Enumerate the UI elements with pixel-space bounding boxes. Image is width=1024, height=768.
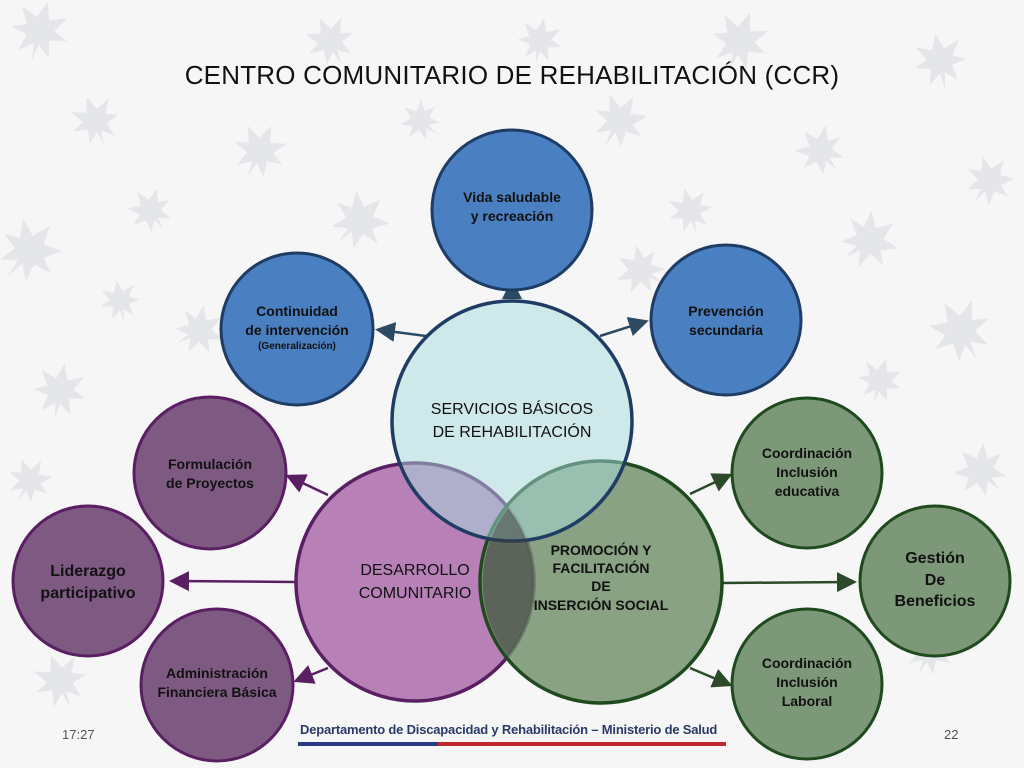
node-prevencion-circle (649, 243, 803, 397)
connectors (169, 279, 857, 688)
node-gestion-circle (858, 504, 1012, 658)
arrow-to-gestion (721, 572, 857, 593)
footer-page-number: 22 (944, 727, 959, 742)
arrow-to-educativa (689, 473, 733, 496)
node-formulacion-circle (132, 395, 288, 551)
arrow-to-formulacion (285, 474, 329, 497)
arrow-to-continuidad (375, 322, 427, 342)
page-title: CENTRO COMUNITARIO DE REHABILITACIÓN (CC… (184, 60, 840, 90)
footer-department: Departamento de Discapacidad y Rehabilit… (300, 722, 718, 737)
footer-time: 17:27 (62, 727, 95, 742)
arrow-to-prevencion (599, 317, 649, 338)
node-educativa-circle (730, 396, 884, 550)
arrow-to-administracion (293, 665, 329, 684)
node-administracion-circle (139, 607, 295, 763)
arrow-to-liderazgo (169, 571, 297, 592)
node-continuidad-circle (219, 251, 375, 407)
node-vida-circle (430, 128, 594, 292)
node-laboral-circle (730, 607, 884, 761)
node-continuidad-note: (Generalización) (258, 340, 336, 352)
node-liderazgo-circle (11, 504, 165, 658)
footer-flag-bar (298, 742, 726, 746)
hub-overlap-region (482, 508, 534, 656)
arrow-to-laboral (689, 666, 733, 688)
